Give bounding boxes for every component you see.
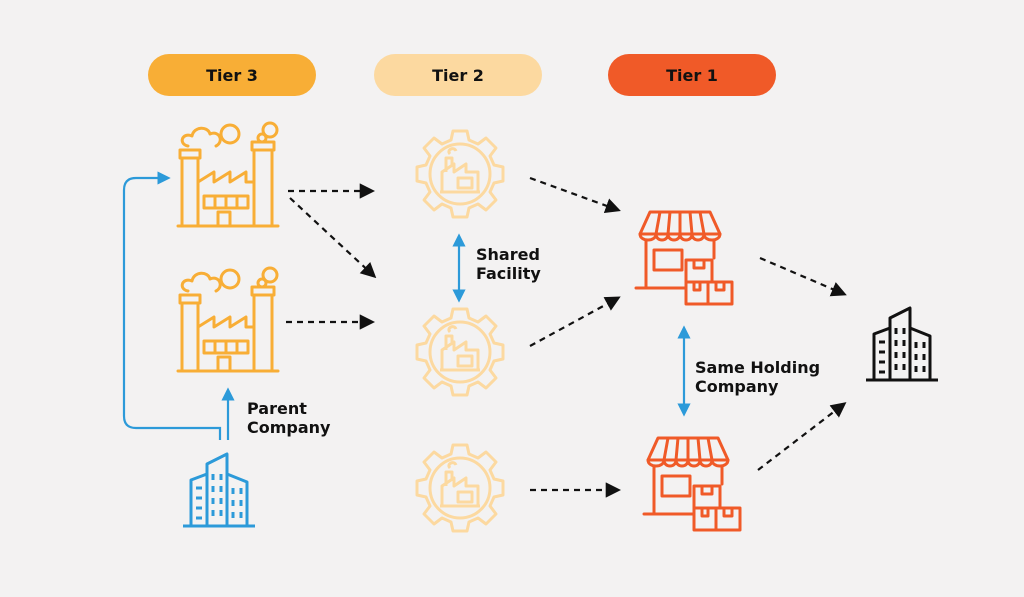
parent-link-loop — [122, 171, 222, 440]
arrow-g1-s1 — [529, 176, 621, 214]
gear-factory-icon-2 — [415, 307, 505, 397]
parent-company-label: Parent Company — [247, 399, 331, 437]
flow-arrows — [286, 176, 847, 498]
gear-factory-icon-3 — [415, 443, 505, 533]
tier2-header: Tier 2 — [374, 54, 542, 96]
customer-building-icon — [864, 306, 940, 382]
factory-icon-top — [176, 121, 280, 228]
arrow-g2-s1 — [529, 296, 621, 347]
shared-facility-label: Shared Facility — [476, 245, 541, 283]
relationship-links — [122, 171, 691, 440]
store-icon-top — [634, 210, 734, 306]
arrow-s1-customer — [759, 256, 847, 297]
tier3-header: Tier 3 — [148, 54, 316, 96]
same-holding-label: Same Holding Company — [695, 358, 821, 396]
gear-factory-icon-1 — [415, 129, 505, 219]
arrow-f1-g2 — [289, 197, 377, 279]
store-icon-bottom — [642, 436, 742, 532]
tier1-header: Tier 1 — [608, 54, 776, 96]
arrow-s2-customer — [757, 402, 847, 471]
parent-building-icon — [181, 452, 257, 528]
factory-icon-bottom — [176, 266, 280, 373]
